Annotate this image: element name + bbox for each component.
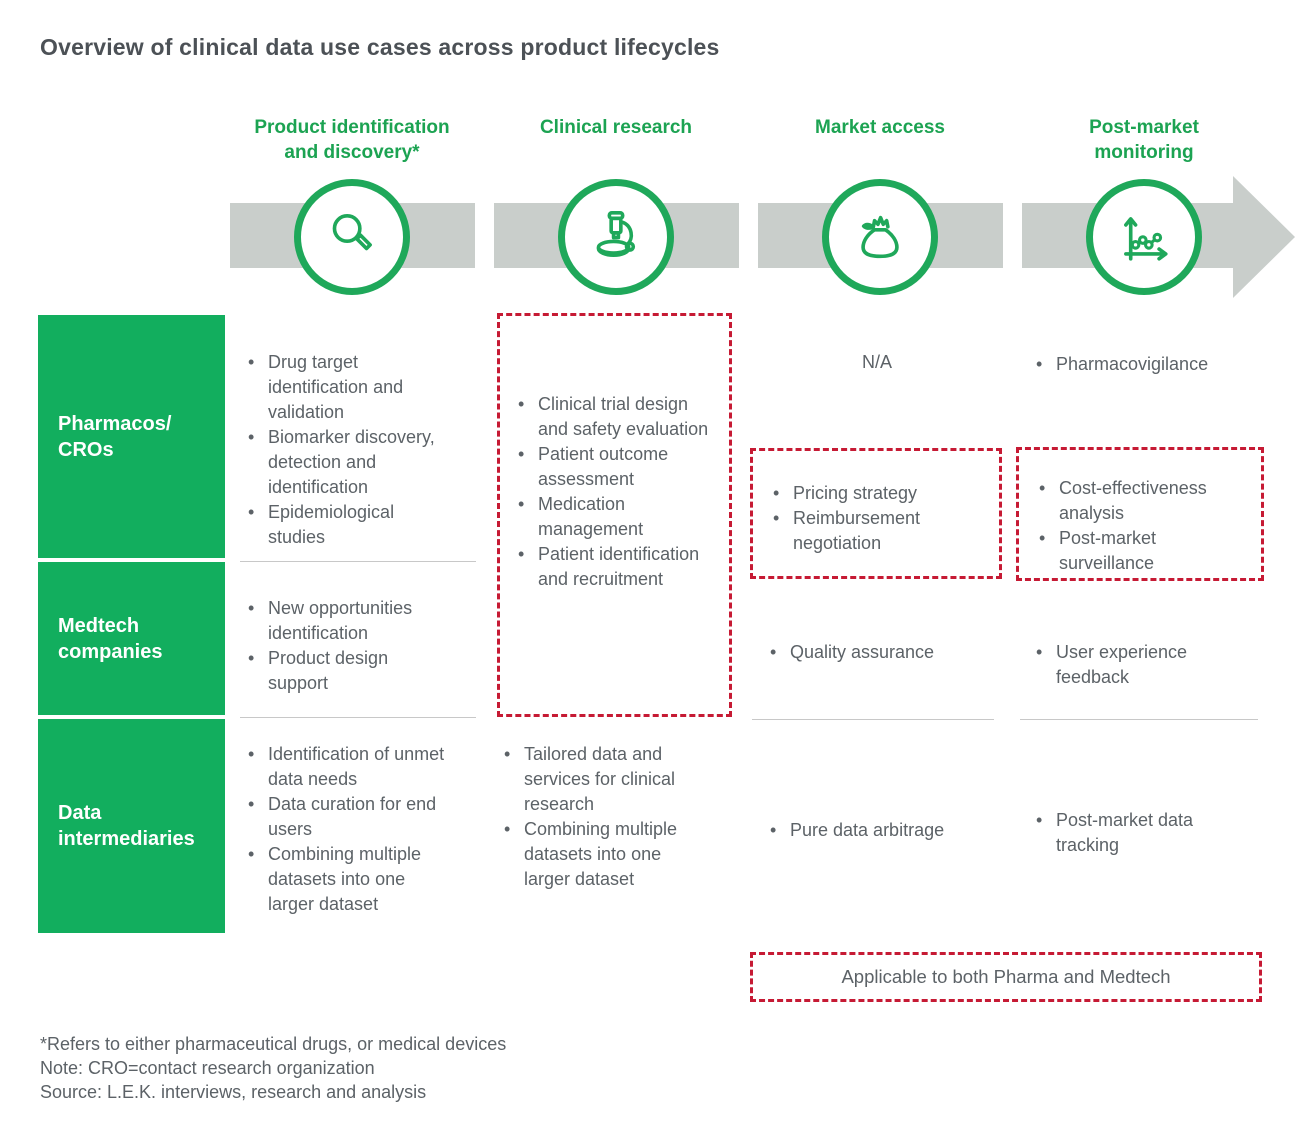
use-case-item: Identification of unmet data needs (242, 742, 452, 792)
column-header-product-identification: Product identification and discovery* (254, 117, 450, 163)
use-case-item: User experience feedback (1030, 640, 1230, 690)
microscope-icon (596, 211, 636, 257)
shared-use-case-box-post-market: Cost-effectiveness analysis Post-market … (1016, 447, 1264, 581)
use-case-item: Combining multiple datasets into one lar… (498, 817, 696, 892)
cell-intermediaries-post: Post-market data tracking (1030, 808, 1230, 858)
row-divider (752, 719, 994, 720)
cell-medtech-market: Quality assurance (764, 640, 974, 665)
cell-shared-clinical: Clinical trial design and safety evaluat… (512, 392, 710, 592)
footnote-source: Source: L.E.K. interviews, research and … (40, 1082, 427, 1102)
row-label-text: Pharmacos/ CROs (58, 412, 172, 461)
stage-circle-product-identification (294, 179, 410, 295)
row-label-pharmacos-cros: Pharmacos/ CROs (38, 315, 225, 558)
cell-pharmacos-post: Pharmacovigilance (1030, 352, 1250, 377)
use-case-item: Tailored data and services for clinical … (498, 742, 696, 817)
row-divider (240, 717, 476, 718)
row-label-data-intermediaries: Data intermediaries (38, 719, 225, 933)
use-case-item: Post-market data tracking (1030, 808, 1230, 858)
use-case-item: Drug target identification and validatio… (242, 350, 452, 425)
magnifier-icon (332, 214, 372, 251)
money-bag-icon (861, 215, 899, 259)
cell-intermediaries-clinical: Tailored data and services for clinical … (498, 742, 696, 892)
legend-label: Applicable to both Pharma and Medtech (841, 966, 1171, 987)
stage-circle-post-market (1086, 179, 1202, 295)
use-case-item: Quality assurance (764, 640, 974, 665)
row-label-medtech-companies: Medtech companies (38, 562, 225, 715)
use-case-item: Pure data arbitrage (764, 818, 984, 843)
trend-chart-icon (1124, 217, 1168, 261)
use-case-item: Patient outcome assessment (512, 442, 710, 492)
row-divider (240, 561, 476, 562)
cell-pharmacos-market-na: N/A (861, 352, 892, 372)
footnote-refers: *Refers to either pharmaceutical drugs, … (40, 1034, 507, 1054)
cell-shared-market: Pricing strategy Reimbursement negotiati… (767, 481, 983, 556)
use-case-item: Biomarker discovery, detection and ident… (242, 425, 452, 500)
cell-medtech-product: New opportunities identification Product… (242, 596, 452, 696)
use-case-item: Pharmacovigilance (1030, 352, 1250, 377)
column-header-clinical-research: Clinical research (539, 117, 693, 138)
cell-pharmacos-product: Drug target identification and validatio… (242, 350, 452, 550)
use-case-item: Patient identification and recruitment (512, 542, 710, 592)
cell-shared-post: Cost-effectiveness analysis Post-market … (1033, 476, 1233, 576)
use-case-item: Epidemiological studies (242, 500, 452, 550)
use-case-item: Combining multiple datasets into one lar… (242, 842, 452, 917)
use-case-item: Cost-effectiveness analysis (1033, 476, 1233, 526)
legend-box: Applicable to both Pharma and Medtech (750, 952, 1262, 1002)
cell-medtech-post: User experience feedback (1030, 640, 1230, 690)
use-case-item: Post-market surveillance (1033, 526, 1233, 576)
row-divider (1020, 719, 1258, 720)
cell-intermediaries-product: Identification of unmet data needs Data … (242, 742, 452, 917)
arrow-head (1233, 176, 1295, 298)
use-case-item: Product design support (242, 646, 452, 696)
row-label-text: Medtech companies (58, 614, 163, 663)
stage-circle-clinical-research (558, 179, 674, 295)
shared-use-case-box-market-access: Pricing strategy Reimbursement negotiati… (750, 448, 1002, 579)
use-case-item: New opportunities identification (242, 596, 452, 646)
footnote-note: Note: CRO=contact research organization (40, 1058, 375, 1078)
shared-use-case-box-clinical-research: Clinical trial design and safety evaluat… (497, 313, 732, 717)
use-case-item: Clinical trial design and safety evaluat… (512, 392, 710, 442)
row-label-text: Data intermediaries (58, 802, 195, 850)
column-header-post-market: Post-market monitoring (1089, 117, 1199, 163)
cell-intermediaries-market: Pure data arbitrage (764, 818, 984, 843)
footnotes: *Refers to either pharmaceutical drugs, … (40, 1032, 506, 1104)
use-case-item: Reimbursement negotiation (767, 506, 983, 556)
stage-circle-market-access (822, 179, 938, 295)
use-case-item: Medication management (512, 492, 710, 542)
use-case-item: Data curation for end users (242, 792, 452, 842)
use-case-item: Pricing strategy (767, 481, 983, 506)
page-title: Overview of clinical data use cases acro… (40, 34, 720, 60)
column-header-market-access: Market access (815, 117, 945, 138)
